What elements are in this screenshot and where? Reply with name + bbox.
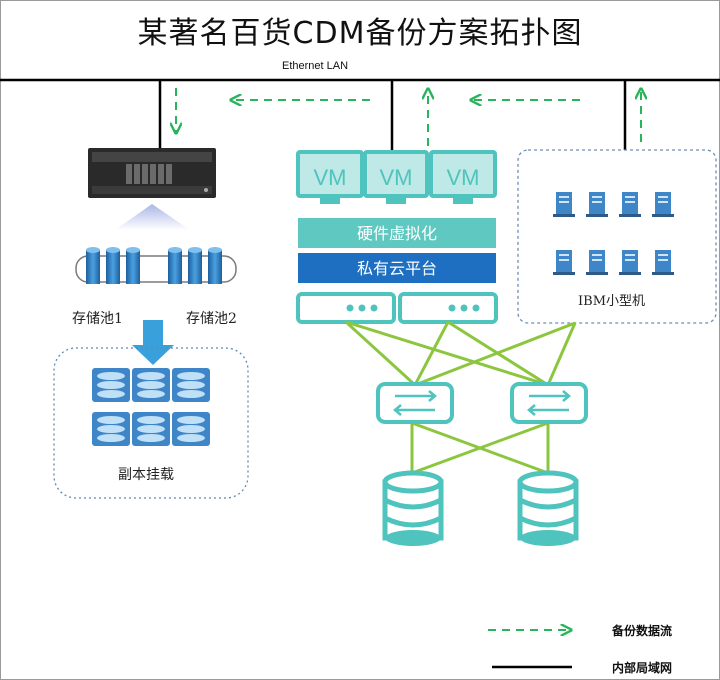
ibm-box [517,149,717,324]
storage-pool-2-label: 存储池2 [186,311,237,327]
storage-pool-2-drums [168,247,222,284]
legend-lan-label: 内部局域网 [612,661,673,675]
diagram-title: 某著名百货CDM备份方案拓扑图 [137,16,583,51]
replica-disks [92,368,210,446]
private-cloud-label: 私有云平台 [357,259,437,278]
vm-label-2: VM [380,165,413,190]
cdm-rack-server [88,148,216,230]
backup-flow-arrows [176,88,641,146]
private-cloud-band [298,253,496,283]
hw-virtualization-label: 硬件虚拟化 [357,224,437,243]
storage-pools-rail [75,255,237,283]
hw-virtualization-band [298,218,496,248]
storage-pool-1-label: 存储池1 [72,311,123,327]
physical-server-right [398,292,498,324]
legend-backup-flow-label: 备份数据流 [612,624,673,638]
vm-label-1: VM [314,165,347,190]
san-links [344,320,577,475]
switch-left [376,382,454,424]
replica-mount-box [53,347,249,499]
physical-server-left [296,292,396,324]
switch-right [510,382,588,424]
ethernet-lan-label: Ethernet LAN [282,60,349,72]
replica-down-arrow [132,320,174,365]
vm-monitor-1: VM [296,150,364,204]
vm-monitor-3: VM [429,150,497,204]
ibm-label: IBM小型机 [578,294,645,309]
ibm-servers [553,192,674,275]
vm-label-3: VM [447,165,480,190]
replica-mount-label: 副本挂载 [118,467,174,483]
storage-array-left [382,470,444,546]
storage-array-right [517,470,579,546]
storage-pool-1-drums [86,247,140,284]
vm-monitor-2: VM [363,150,429,204]
